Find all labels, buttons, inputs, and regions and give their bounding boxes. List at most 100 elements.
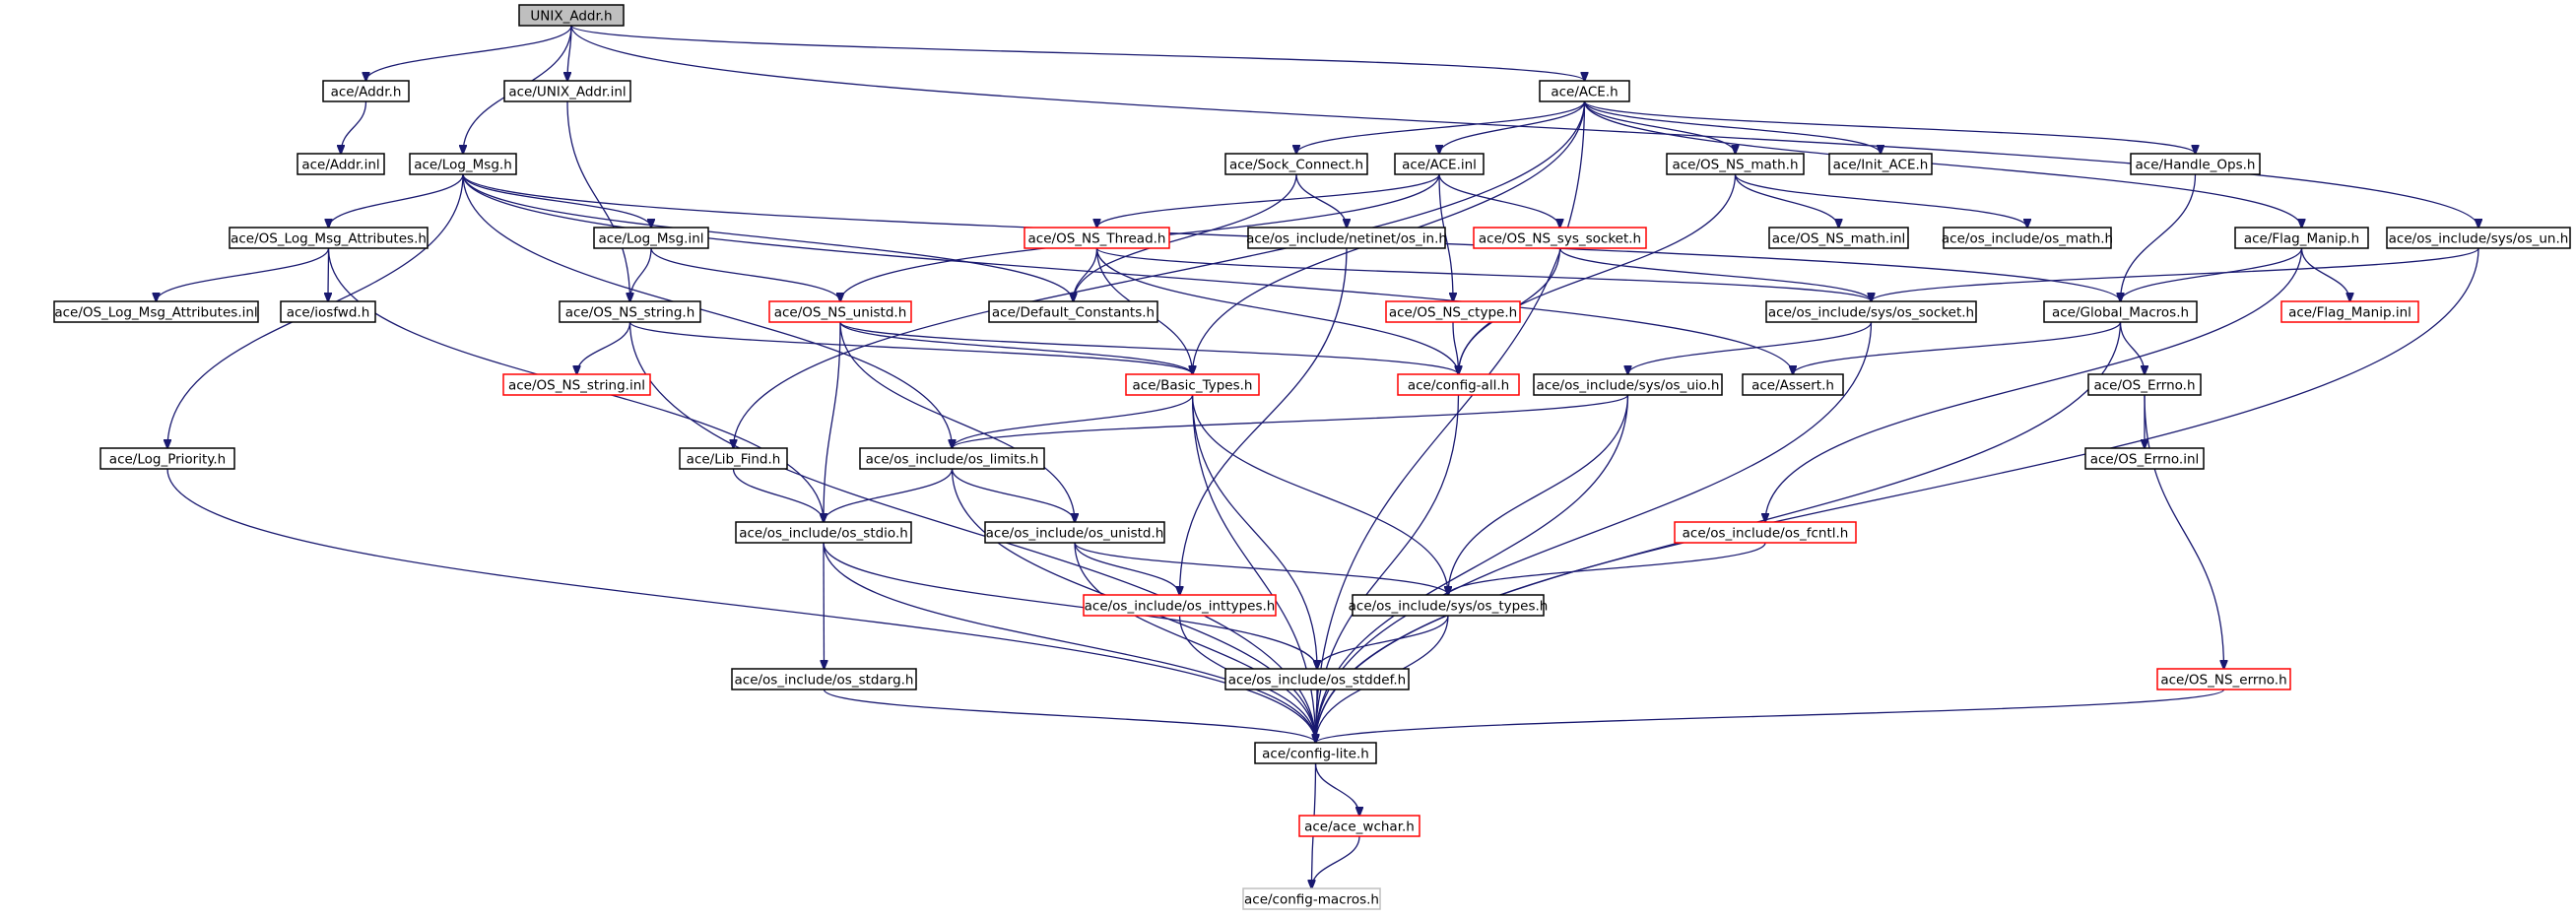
node-os-unistd-h[interactable]: ace/os_include/os_unistd.h xyxy=(984,521,1165,544)
node-handle-ops-h[interactable]: ace/Handle_Ops.h xyxy=(2130,153,2261,175)
node-label: ace/Log_Priority.h xyxy=(109,452,226,468)
node-unix-addr-h[interactable]: UNIX_Addr.h xyxy=(518,4,625,27)
node-os-errno-h[interactable]: ace/OS_Errno.h xyxy=(2087,373,2202,396)
node-box xyxy=(1473,227,1647,249)
edge-lib_find_h-to-os_stdio_h xyxy=(732,468,825,522)
node-os-fcntl-h[interactable]: ace/os_include/os_fcntl.h xyxy=(1674,521,1857,544)
node-addr-h[interactable]: ace/Addr.h xyxy=(322,80,410,102)
node-init-ace-h[interactable]: ace/Init_ACE.h xyxy=(1828,153,1933,175)
edge-unix_addr_h-to-addr_h xyxy=(366,25,572,81)
node-ace-h[interactable]: ace/ACE.h xyxy=(1539,80,1630,102)
edge-ace_h-to-ace_inl xyxy=(1439,100,1586,154)
node-log-priority-h[interactable]: ace/Log_Priority.h xyxy=(99,447,235,470)
node-label: ace/Sock_Connect.h xyxy=(1229,158,1363,173)
node-flag-manip-inl[interactable]: ace/Flag_Manip.inl xyxy=(2280,300,2419,323)
node-sys-os-socket-h[interactable]: ace/os_include/sys/os_socket.h xyxy=(1765,300,1977,323)
edge-unix_addr_inl-to-os_ns_string_h xyxy=(566,100,630,301)
node-box xyxy=(518,4,625,27)
node-label: ace/os_include/os_math.h xyxy=(1942,231,2113,247)
node-box xyxy=(1298,815,1420,837)
edge-os_ns_string_h-to-os_ns_string_inl xyxy=(577,321,631,374)
node-config-lite-h[interactable]: ace/config-lite.h xyxy=(1254,742,1377,764)
node-os-ns-math-inl[interactable]: ace/OS_NS_math.inl xyxy=(1768,227,1909,249)
edge-os_ns_unistd_h-to-basic_types_h xyxy=(839,321,1193,374)
node-os-log-msg-attr-h[interactable]: ace/OS_Log_Msg_Attributes.h xyxy=(229,227,429,249)
node-label: ace/OS_Log_Msg_Attributes.inl xyxy=(54,305,257,321)
node-global-macros-h[interactable]: ace/Global_Macros.h xyxy=(2043,300,2198,323)
edge-ace_h-to-config_lite_h xyxy=(1316,100,1586,743)
node-addr-inl[interactable]: ace/Addr.inl xyxy=(297,153,385,175)
node-os-ns-thread-h[interactable]: ace/OS_NS_Thread.h xyxy=(1024,227,1170,249)
node-label: ace/OS_NS_math.inl xyxy=(1772,231,1906,247)
node-os-log-msg-attr-inl[interactable]: ace/OS_Log_Msg_Attributes.inl xyxy=(53,300,259,323)
node-label: ace/OS_NS_ctype.h xyxy=(1389,305,1517,321)
edge-sys_os_uio_h-to-os_limits_h xyxy=(953,394,1629,448)
node-flag-manip-h[interactable]: ace/Flag_Manip.h xyxy=(2234,227,2369,249)
node-lib-find-h[interactable]: ace/Lib_Find.h xyxy=(679,447,788,470)
node-os-stdio-h[interactable]: ace/os_include/os_stdio.h xyxy=(735,521,912,544)
node-iosfwd-h[interactable]: ace/iosfwd.h xyxy=(280,300,376,323)
node-label: ace/Handle_Ops.h xyxy=(2136,158,2256,173)
node-os-limits-h[interactable]: ace/os_include/os_limits.h xyxy=(859,447,1045,470)
node-default-constants-h[interactable]: ace/Default_Constants.h xyxy=(988,300,1158,323)
node-unix-addr-inl[interactable]: ace/UNIX_Addr.inl xyxy=(503,80,631,102)
edge-os_ns_math_h-to-os_math_h xyxy=(1734,173,2028,228)
node-sys-os-types-h[interactable]: ace/os_include/sys/os_types.h xyxy=(1349,594,1549,617)
node-netinet-in-h[interactable]: ace/os_include/netinet/os_in.h xyxy=(1246,227,1447,249)
edge-os_ns_string_h-to-config_lite_h xyxy=(628,321,1316,743)
edge-sys_os_socket_h-to-config_lite_h xyxy=(1316,321,1873,743)
node-os-stdarg-h[interactable]: ace/os_include/os_stdarg.h xyxy=(731,668,917,690)
node-os-ns-errno-h[interactable]: ace/OS_NS_errno.h xyxy=(2156,668,2291,690)
node-os-math-h[interactable]: ace/os_include/os_math.h xyxy=(1942,227,2113,249)
node-os-ns-string-inl[interactable]: ace/OS_NS_string.inl xyxy=(502,373,651,396)
node-os-ns-string-h[interactable]: ace/OS_NS_string.h xyxy=(559,300,701,323)
node-box xyxy=(731,668,917,690)
node-box xyxy=(2130,153,2261,175)
node-sys-os-uio-h[interactable]: ace/os_include/sys/os_uio.h xyxy=(1533,373,1723,396)
node-label: ace/Assert.h xyxy=(1751,378,1834,394)
node-box xyxy=(1254,742,1377,764)
node-os-stddef-h[interactable]: ace/os_include/os_stddef.h xyxy=(1224,668,1410,690)
edge-addr_h-to-addr_inl xyxy=(341,100,367,154)
node-ace-inl[interactable]: ace/ACE.inl xyxy=(1394,153,1485,175)
node-box xyxy=(1765,300,1977,323)
node-config-all-h[interactable]: ace/config-all.h xyxy=(1397,373,1520,396)
node-log-msg-inl[interactable]: ace/Log_Msg.inl xyxy=(593,227,709,249)
edge-unix_addr_h-to-sys_os_un_h xyxy=(570,25,2478,228)
node-os-ns-math-h[interactable]: ace/OS_NS_math.h xyxy=(1666,153,1805,175)
node-box xyxy=(297,153,385,175)
edge-os_stdio_h-to-os_stdarg_h xyxy=(824,542,825,669)
node-label: ace/os_include/os_stdio.h xyxy=(739,526,908,542)
node-ace-wchar-h[interactable]: ace/ace_wchar.h xyxy=(1298,815,1420,837)
node-os-ns-unistd-h[interactable]: ace/OS_NS_unistd.h xyxy=(768,300,912,323)
node-sock-connect-h[interactable]: ace/Sock_Connect.h xyxy=(1224,153,1368,175)
node-os-ns-sys-socket-h[interactable]: ace/OS_NS_sys_socket.h xyxy=(1473,227,1647,249)
edge-os_stdio_h-to-os_stddef_h xyxy=(823,542,1317,669)
edge-unix_addr_h-to-ace_h xyxy=(570,25,1585,81)
node-label: ace/OS_NS_errno.h xyxy=(2160,673,2286,689)
node-config-macros-h[interactable]: ace/config-macros.h xyxy=(1242,887,1381,910)
node-box xyxy=(1224,153,1368,175)
node-box xyxy=(280,300,376,323)
node-os-ns-ctype-h[interactable]: ace/OS_NS_ctype.h xyxy=(1385,300,1521,323)
node-sys-os-un-h[interactable]: ace/os_include/sys/os_un.h xyxy=(2386,227,2571,249)
node-label: ace/config-macros.h xyxy=(1244,892,1379,908)
node-assert-h[interactable]: ace/Assert.h xyxy=(1742,373,1844,396)
node-label: ace/OS_NS_math.h xyxy=(1672,158,1798,173)
node-os-errno-inl[interactable]: ace/OS_Errno.inl xyxy=(2084,447,2205,470)
node-os-inttypes-h[interactable]: ace/os_include/os_inttypes.h xyxy=(1083,594,1277,617)
edge-os_errno_h-to-os_ns_errno_h xyxy=(2144,394,2224,669)
node-label: ace/Default_Constants.h xyxy=(992,305,1155,321)
node-label: ace/OS_NS_unistd.h xyxy=(774,305,907,321)
node-label: ace/os_include/os_stddef.h xyxy=(1228,673,1406,689)
node-label: ace/os_include/os_inttypes.h xyxy=(1085,599,1276,615)
node-log-msg-h[interactable]: ace/Log_Msg.h xyxy=(409,153,517,175)
edge-ace_inl-to-os_ns_ctype_h xyxy=(1438,173,1453,301)
node-label: ace/Log_Msg.inl xyxy=(598,231,703,247)
edge-os_ns_unistd_h-to-os_stdio_h xyxy=(824,321,841,522)
node-basic-types-h[interactable]: ace/Basic_Types.h xyxy=(1125,373,1260,396)
node-box xyxy=(53,300,259,323)
node-label: ace/Basic_Types.h xyxy=(1133,378,1253,394)
node-label: ace/OS_Log_Msg_Attributes.h xyxy=(231,231,427,247)
